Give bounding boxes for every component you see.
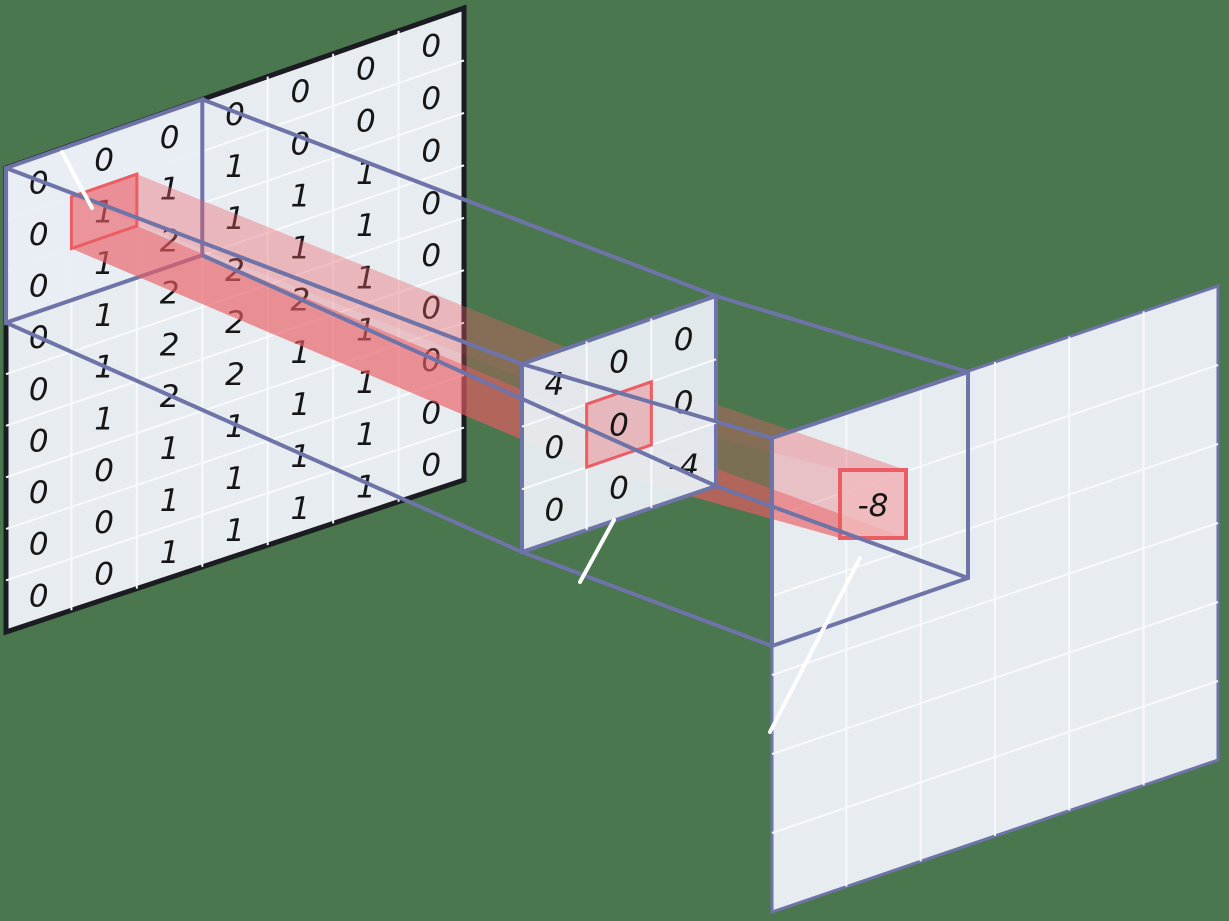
- input-cell-value: 1: [225, 201, 245, 237]
- output-grid-hline: [771, 443, 1219, 597]
- receptive-field-value: 0: [29, 269, 49, 305]
- projection-line: [715, 484, 969, 580]
- input-grid-hline: [5, 374, 465, 530]
- pointer-tick: [768, 556, 862, 734]
- projection-line: [521, 550, 773, 648]
- input-cell-value: 0: [421, 448, 441, 484]
- receptive-field-value: 0: [160, 120, 180, 156]
- pointer-tick: [60, 150, 94, 210]
- output-value: -8: [858, 488, 889, 524]
- input-cell-value: 2: [160, 327, 180, 363]
- input-cell-value: 1: [225, 461, 245, 497]
- pointer-tick: [578, 518, 616, 584]
- input-cell-value: 0: [29, 423, 49, 459]
- output-grid-hline: [771, 601, 1219, 755]
- projection-line: [521, 362, 773, 440]
- input-cell-value: 0: [356, 104, 376, 140]
- beam-bottom-face: [71, 225, 652, 468]
- input-cell-value: 0: [421, 395, 441, 431]
- kernel-value: 0: [609, 345, 629, 381]
- input-cell-value: 1: [94, 298, 114, 334]
- kernel-value: 0: [674, 322, 694, 358]
- input-cell-value: 1: [160, 431, 180, 467]
- input-cell-value: 0: [29, 578, 49, 614]
- input-cell-value: 0: [421, 291, 441, 327]
- input-cell-value: 0: [29, 527, 49, 563]
- input-cell-value: 1: [291, 231, 311, 267]
- input-cell-value: 0: [29, 475, 49, 511]
- input-cell-value: 0: [421, 29, 441, 65]
- input-cell-value: 1: [291, 178, 311, 214]
- output-grid-hline: [771, 522, 1219, 676]
- input-grid-hline: [5, 426, 465, 582]
- beam-top-face: [71, 174, 652, 405]
- kernel-value: 0: [609, 408, 629, 444]
- input-cell-value: 0: [225, 97, 245, 133]
- input-cell-value: 0: [94, 453, 114, 489]
- input-cell-value: 1: [291, 387, 311, 423]
- input-cell-value: 0: [421, 133, 441, 169]
- input-cell-value: 0: [29, 372, 49, 408]
- receptive-field-value: 0: [29, 165, 49, 201]
- kernel-value: 0: [609, 471, 629, 507]
- input-cell-value: 0: [421, 81, 441, 117]
- input-cell-value: 1: [225, 513, 245, 549]
- kernel-value: 0: [544, 493, 564, 529]
- input-cell-value: 1: [160, 535, 180, 571]
- kernel-centre-highlight: [585, 379, 653, 470]
- kernel-value: 0: [544, 430, 564, 466]
- input-cell-value: 1: [160, 483, 180, 519]
- receptive-field-layer: 000011012: [3, 96, 205, 326]
- input-cell-value: 0: [291, 74, 311, 110]
- input-cell-value: 1: [291, 439, 311, 475]
- input-cell-value: 1: [291, 491, 311, 527]
- input-cell-value: 1: [94, 401, 114, 437]
- input-cell-value: 0: [94, 505, 114, 541]
- receptive-field-value: 0: [94, 143, 114, 179]
- input-digits: 0000000011100001111100122110012221001221…: [29, 29, 441, 615]
- input-cell-value: 2: [225, 357, 245, 393]
- output-value-cell: [838, 468, 908, 540]
- receptive-field-value: 1: [160, 172, 180, 208]
- projection-line: [5, 166, 523, 366]
- projection-line: [201, 253, 717, 488]
- input-cell-value: 0: [94, 557, 114, 593]
- projection-lines: [5, 97, 970, 734]
- input-cell-value: 0: [356, 51, 376, 87]
- input-cell-value: 1: [356, 260, 376, 296]
- input-cell-value: 1: [356, 417, 376, 453]
- output-grid-hline: [771, 680, 1219, 834]
- projection-line: [201, 97, 717, 298]
- input-cell-value: 0: [291, 126, 311, 162]
- input-cell-value: 0: [421, 186, 441, 222]
- projection-line: [715, 294, 969, 374]
- input-cell-value: 1: [225, 409, 245, 445]
- input-cell-value: 1: [356, 208, 376, 244]
- input-cell-value: 1: [225, 149, 245, 185]
- projection-line: [5, 320, 523, 554]
- input-grid-hline: [5, 269, 465, 427]
- receptive-field-value: 0: [29, 217, 49, 253]
- beam-side-face: [71, 196, 587, 468]
- input-cell-value: 0: [421, 238, 441, 274]
